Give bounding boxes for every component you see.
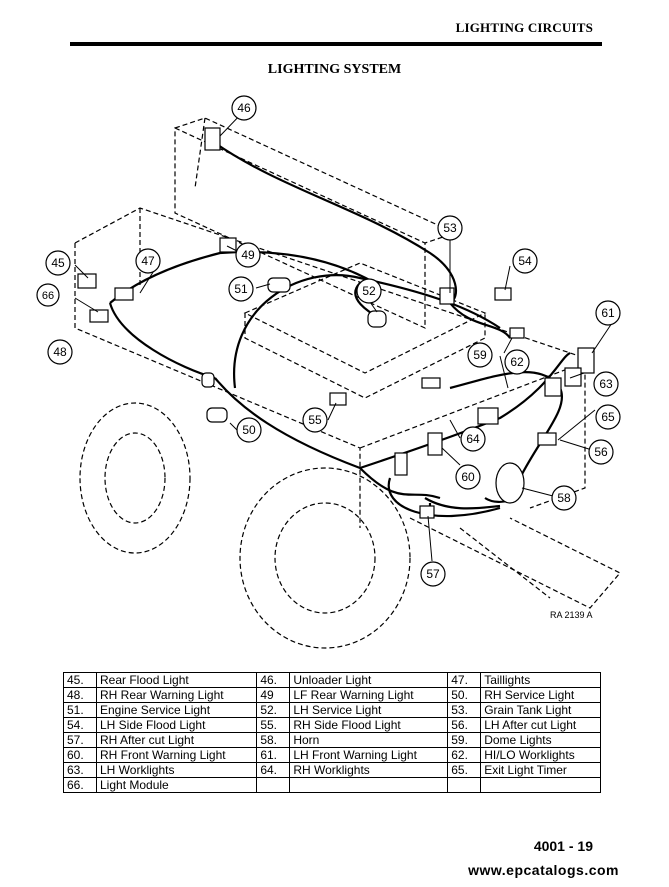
legend-item-label [289, 777, 449, 793]
legend-item-label: Rear Flood Light [95, 672, 258, 688]
callout-57: 57 [426, 567, 440, 581]
callout-59: 59 [473, 348, 487, 362]
legend-item-number: 49 [256, 687, 291, 703]
legend-item-label: Engine Service Light [95, 702, 258, 718]
callout-61: 61 [601, 306, 615, 320]
legend-item-number: 65. [447, 762, 482, 778]
legend-item-number: 53. [447, 702, 482, 718]
section-title: LIGHTING CIRCUITS [455, 20, 593, 35]
legend-item-number: 56. [447, 717, 482, 733]
callout-60: 60 [461, 470, 475, 484]
legend-item-label: RH Service Light [480, 687, 601, 703]
legend-item-number: 58. [256, 732, 291, 748]
legend-item-label: Unloader Light [289, 672, 449, 688]
callout-50: 50 [242, 423, 256, 437]
callout-63: 63 [599, 377, 613, 391]
legend-item-label: LH Front Warning Light [289, 747, 449, 763]
legend-item-label: HI/LO Worklights [480, 747, 601, 763]
callout-54: 54 [518, 254, 532, 268]
legend-item-label: Horn [289, 732, 449, 748]
callout-62: 62 [510, 355, 524, 369]
legend-item-label: RH Front Warning Light [95, 747, 258, 763]
callout-56: 56 [594, 445, 608, 459]
legend-row: 66.Light Module [63, 777, 601, 793]
legend-item-label: RH Worklights [289, 762, 449, 778]
diagram-title: LIGHTING SYSTEM [267, 62, 402, 77]
legend-item-number: 66. [63, 777, 97, 793]
callout-46: 46 [237, 101, 251, 115]
diagram-ref-code: RA 2139 A [550, 610, 593, 620]
lighting-system-diagram: 46 45 47 66 48 49 51 52 53 54 55 50 59 6… [30, 88, 630, 653]
callout-65: 65 [601, 410, 615, 424]
legend-item-label: Grain Tank Light [480, 702, 601, 718]
legend-item-number: 52. [256, 702, 291, 718]
callout-53: 53 [443, 221, 457, 235]
legend-item-number: 57. [63, 732, 97, 748]
callout-64: 64 [466, 432, 480, 446]
legend-item-number: 45. [63, 672, 97, 688]
legend-item-number: 60. [63, 747, 97, 763]
callout-55: 55 [308, 413, 322, 427]
callout-66: 66 [42, 290, 54, 302]
legend-item-number: 61. [256, 747, 291, 763]
legend-item-number: 54. [63, 717, 97, 733]
legend-item-label: RH After cut Light [95, 732, 258, 748]
legend-item-label: Taillights [480, 672, 601, 688]
legend-item-label: LH Worklights [95, 762, 258, 778]
callout-45: 45 [51, 256, 65, 270]
legend-item-label [480, 777, 601, 793]
callout-49: 49 [241, 248, 255, 262]
callout-51: 51 [234, 282, 248, 296]
legend-item-number: 55. [256, 717, 291, 733]
legend-item-number: 50. [447, 687, 482, 703]
callout-48: 48 [53, 345, 67, 359]
legend-item-label: RH Side Flood Light [289, 717, 449, 733]
legend-item-label: LH After cut Light [480, 717, 601, 733]
watermark: www.epcatalogs.com [468, 862, 619, 878]
legend-item-number: 64. [256, 762, 291, 778]
callout-58: 58 [557, 491, 571, 505]
page-number: 4001 - 19 [533, 838, 593, 854]
legend-item-label: Dome Lights [480, 732, 601, 748]
legend-item-number [447, 777, 482, 793]
legend-item-number: 51. [63, 702, 97, 718]
legend-item-number [256, 777, 291, 793]
callout-52: 52 [362, 284, 376, 298]
header-rule [70, 42, 602, 46]
legend-item-label: LF Rear Warning Light [289, 687, 449, 703]
legend-item-label: Light Module [95, 777, 258, 793]
legend-item-number: 47. [447, 672, 482, 688]
legend-item-label: RH Rear Warning Light [95, 687, 258, 703]
legend-item-number: 62. [447, 747, 482, 763]
legend-item-label: LH Service Light [289, 702, 449, 718]
callout-47: 47 [141, 254, 155, 268]
legend-item-label: Exit Light Timer [480, 762, 601, 778]
legend-item-number: 46. [256, 672, 291, 688]
legend-item-number: 59. [447, 732, 482, 748]
legend-item-number: 63. [63, 762, 97, 778]
legend-item-label: LH Side Flood Light [95, 717, 258, 733]
legend-item-number: 48. [63, 687, 97, 703]
